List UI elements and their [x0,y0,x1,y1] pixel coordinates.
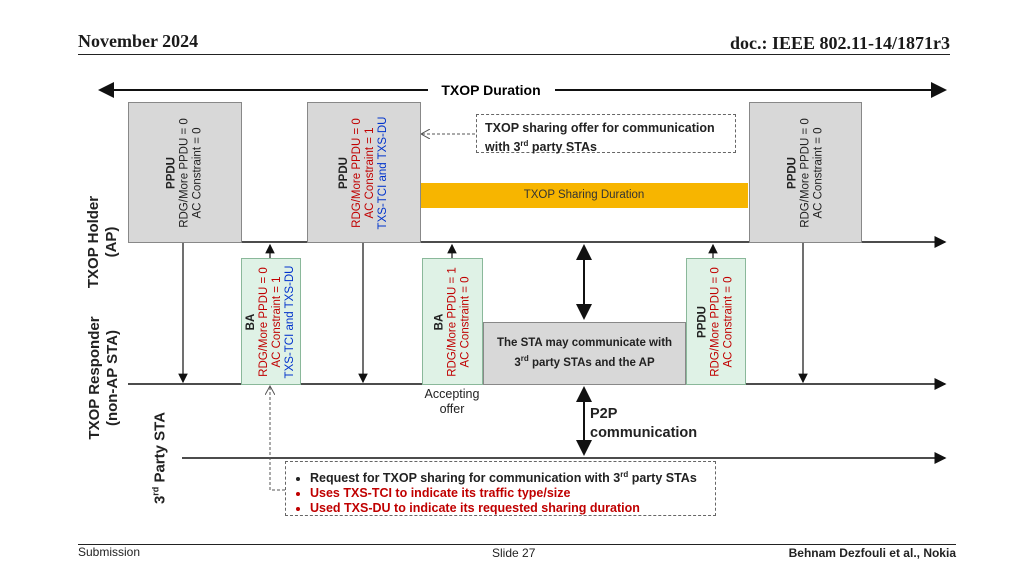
sta-communication-box: The STA may communicate with 3rd party S… [483,322,686,385]
header-date: November 2024 [78,31,199,51]
ba2-rdg: RDG/More PPDU = 1 [446,266,458,377]
ppdu3-ac: AC Constraint = 0 [722,275,735,368]
accepting-offer-label: Accepting offer [424,387,480,416]
ppdu4-title: PPDU [786,156,798,189]
ppdu-frame-3: PPDU RDG/More PPDU = 0 AC Constraint = 0 [686,258,746,385]
ppdu2-rdg: RDG/More PPDU = 0 [351,117,363,228]
holder-row-label: TXOP Holder (AP) [85,195,120,289]
ppdu2-ac: AC Constraint = 1 [364,126,376,219]
request-connector [270,386,285,491]
footer-authors: Behnam Dezfouli et al., Nokia [788,546,956,560]
ba-frame-1: BA RDG/More PPDU = 0 AC Constraint = 1 T… [241,258,301,385]
ba1-txs: TXS-TCI and TXS-DU [284,265,296,378]
txop-sharing-bar: TXOP Sharing Duration [420,183,748,208]
ba1-rdg: RDG/More PPDU = 0 [258,266,270,377]
ba1-title: BA [245,313,257,330]
request-item-2: Uses TXS-TCI to indicate its traffic typ… [310,486,709,501]
request-item-1: Request for TXOP sharing for communicati… [310,467,709,486]
txop-duration-label: TXOP Duration [441,82,541,98]
ppdu2-txs: TXS-TCI and TXS-DU [377,116,389,229]
ppdu4-rdg: RDG/More PPDU = 0 [799,117,811,228]
ppdu3-title: PPDU [696,305,709,338]
request-item-3: Used TXS-DU to indicate its requested sh… [310,501,709,516]
third-party-row-label: 3rd Party STA [150,411,169,505]
ba2-title: BA [433,313,445,330]
ppdu-frame-4: PPDU RDG/More PPDU = 0 AC Constraint = 0 [749,102,862,243]
txop-sharing-label: TXOP Sharing Duration [523,189,645,201]
p2p-communication-label: P2P communication [590,406,698,441]
sta-box-line1: The STA may communicate with [496,337,673,350]
ppdu-frame-2: PPDU RDG/More PPDU = 0 AC Constraint = 1… [307,102,421,243]
request-note: Request for TXOP sharing for communicati… [285,461,716,516]
header-rule [78,54,950,55]
ppdu1-title: PPDU [165,156,178,189]
ppdu-frame-1: PPDU RDG/More PPDU = 0 AC Constraint = 0 [128,102,242,243]
ba1-ac: AC Constraint = 1 [271,275,283,368]
responder-row-label: TXOP Responder (non-AP STA) [86,316,121,440]
ba-frame-2: BA RDG/More PPDU = 1 AC Constraint = 0 [422,258,483,385]
sharing-offer-note: TXOP sharing offer for communication wit… [476,114,736,154]
ppdu3-rdg: RDG/More PPDU = 0 [709,266,722,377]
footer-rule [78,544,956,545]
ppdu1-rdg: RDG/More PPDU = 0 [178,117,191,228]
ppdu4-ac: AC Constraint = 0 [812,126,824,219]
footer-slide-number: Slide 27 [492,546,536,560]
ba2-ac: AC Constraint = 0 [459,275,471,368]
header-doc: doc.: IEEE 802.11-14/1871r3 [729,33,950,53]
footer-submission: Submission [78,545,141,559]
ppdu1-ac: AC Constraint = 0 [191,126,204,219]
ppdu2-title: PPDU [338,156,350,189]
